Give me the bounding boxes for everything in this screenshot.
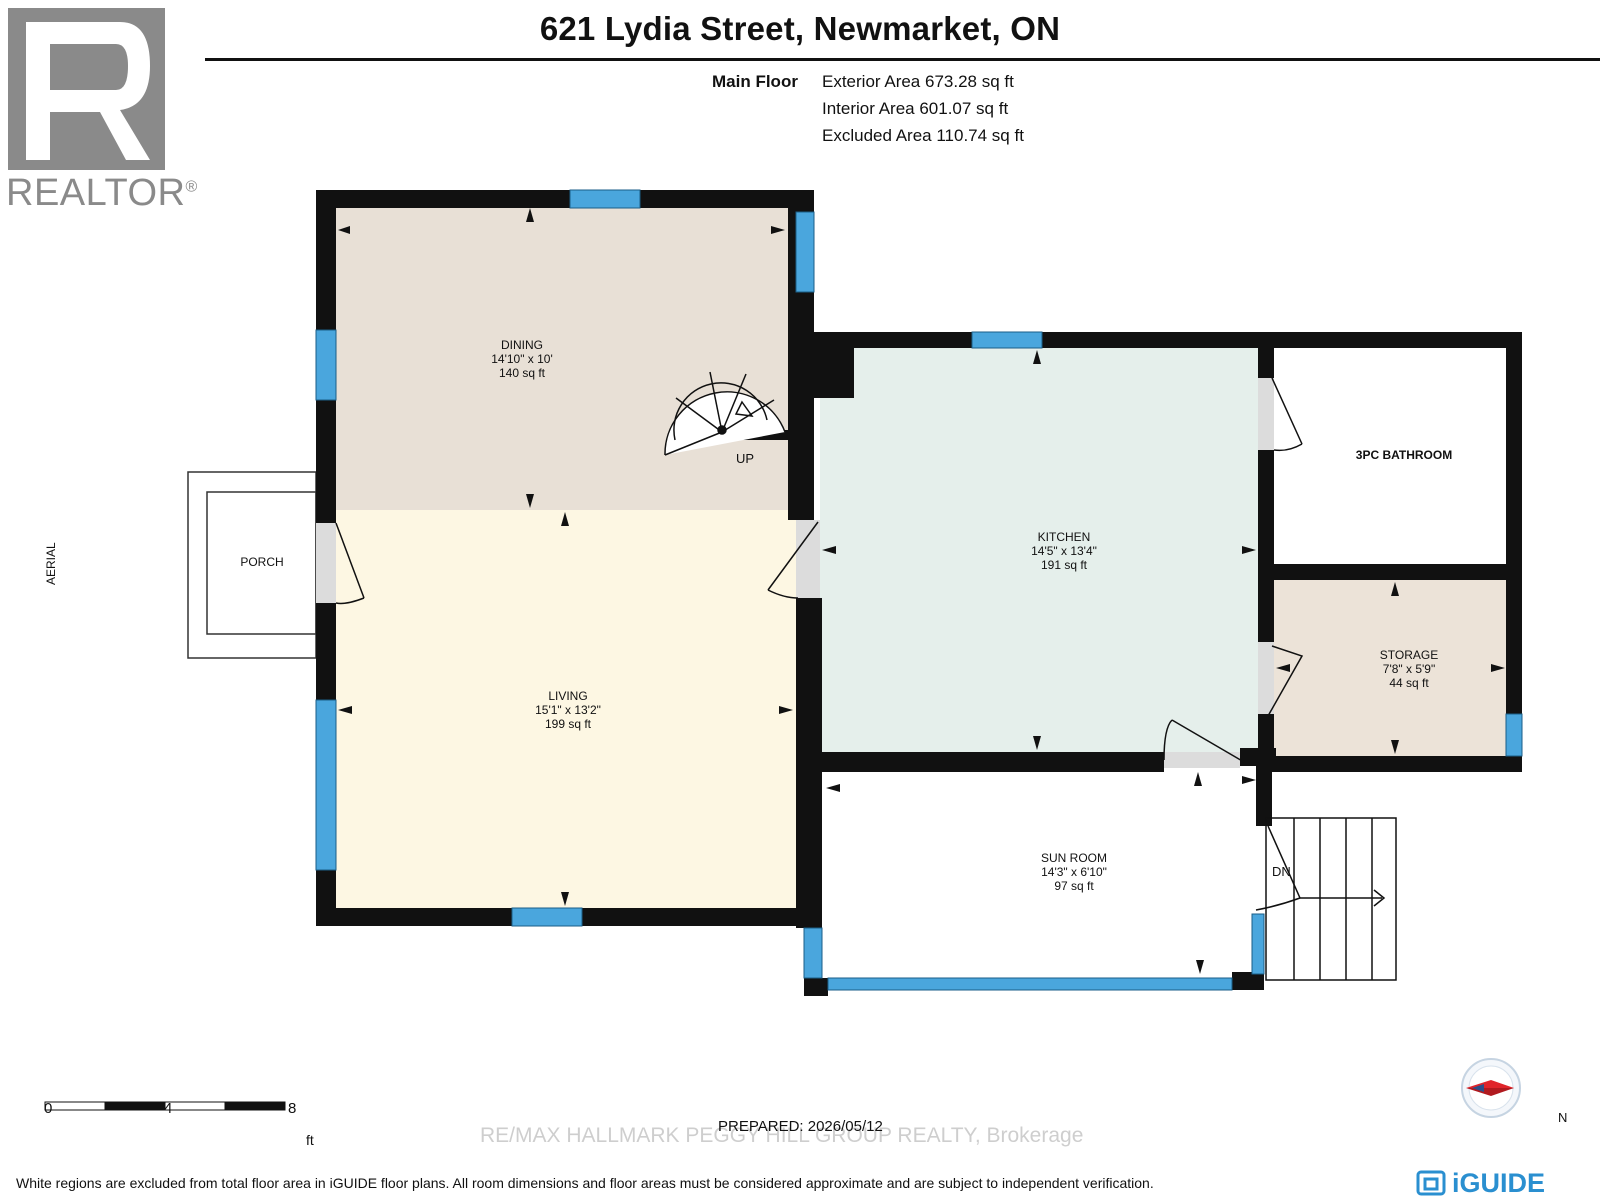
floor-name: Main Floor — [712, 72, 798, 91]
room-storage-area: 44 sq ft — [1389, 676, 1429, 690]
prepared-date: PREPARED: 2026/05/12 — [718, 1118, 883, 1135]
realtor-wordmark: REALTOR® — [6, 172, 198, 215]
exterior-area: Exterior Area 673.28 sq ft — [822, 72, 1014, 91]
compass-icon — [1461, 1058, 1521, 1118]
interior-area: Interior Area 601.07 sq ft — [822, 99, 1009, 118]
room-storage: STORAGE 7'8" x 5'9" 44 sq ft — [1364, 648, 1454, 690]
room-bathroom-name: 3PC BATHROOM — [1355, 448, 1453, 462]
scale-tick-0: 0 — [44, 1100, 53, 1117]
dimension-markers — [338, 208, 1505, 974]
door-swings — [316, 377, 1304, 911]
room-dining-dims: 14'10" x 10' — [491, 352, 553, 366]
title-divider — [205, 58, 1600, 61]
realtor-logo-icon — [8, 8, 165, 170]
brokerage-watermark: RE/MAX HALLMARK PEGGY HILL GROUP REALTY,… — [480, 1124, 1084, 1147]
iguide-logo-icon — [1416, 1170, 1446, 1196]
registered-mark: ® — [185, 178, 198, 196]
stairs-down-label: DN — [1272, 864, 1291, 879]
room-living-dims: 15'1" x 13'2" — [535, 703, 601, 717]
compass-direction: N — [1558, 1110, 1568, 1125]
room-sunroom: SUN ROOM 14'3" x 6'10" 97 sq ft — [1014, 851, 1134, 893]
kitchen-fill — [820, 348, 1258, 758]
room-living: LIVING 15'1" x 13'2" 199 sq ft — [508, 689, 628, 731]
room-kitchen-dims: 14'5" x 13'4" — [1031, 544, 1097, 558]
room-storage-dims: 7'8" x 5'9" — [1382, 662, 1436, 676]
windows — [315, 189, 1523, 991]
footer-disclaimer: White regions are excluded from total fl… — [16, 1175, 1154, 1191]
room-dining-name: DINING — [501, 338, 543, 352]
room-kitchen-area: 191 sq ft — [1040, 558, 1088, 572]
stairs-up-label: UP — [736, 451, 755, 466]
scale-unit: ft — [306, 1132, 314, 1148]
room-dining-area: 140 sq ft — [498, 366, 546, 380]
room-sunroom-name: SUN ROOM — [1041, 851, 1107, 865]
iguide-brand: iGUIDE — [1452, 1168, 1546, 1198]
storage-fill — [1274, 580, 1508, 756]
scale-bar — [44, 1101, 286, 1111]
room-kitchen-name: KITCHEN — [1037, 530, 1091, 544]
room-sunroom-dims: 14'3" x 6'10" — [1041, 865, 1107, 879]
scale-tick-8: 8 — [288, 1100, 297, 1117]
page-title: 621 Lydia Street, Newmarket, ON — [539, 10, 1061, 47]
room-sunroom-area: 97 sq ft — [1054, 879, 1094, 893]
room-dining: DINING 14'10" x 10' 140 sq ft — [462, 338, 582, 380]
room-porch-name: PORCH — [240, 555, 284, 569]
room-storage-name: STORAGE — [1379, 648, 1439, 662]
dining-fill — [336, 208, 788, 510]
excluded-area: Excluded Area 110.74 sq ft — [822, 126, 1024, 145]
aerial-label: AERIAL — [44, 542, 58, 585]
scale-tick-4: 4 — [164, 1100, 173, 1117]
room-living-name: LIVING — [548, 689, 588, 703]
spiral-stair-icon — [664, 371, 786, 456]
exterior-stairs — [1265, 817, 1397, 981]
room-living-area: 199 sq ft — [544, 717, 592, 731]
living-fill — [336, 510, 796, 908]
realtor-wordmark-text: REALTOR — [6, 172, 186, 214]
room-kitchen: KITCHEN 14'5" x 13'4" 191 sq ft — [1004, 530, 1124, 572]
